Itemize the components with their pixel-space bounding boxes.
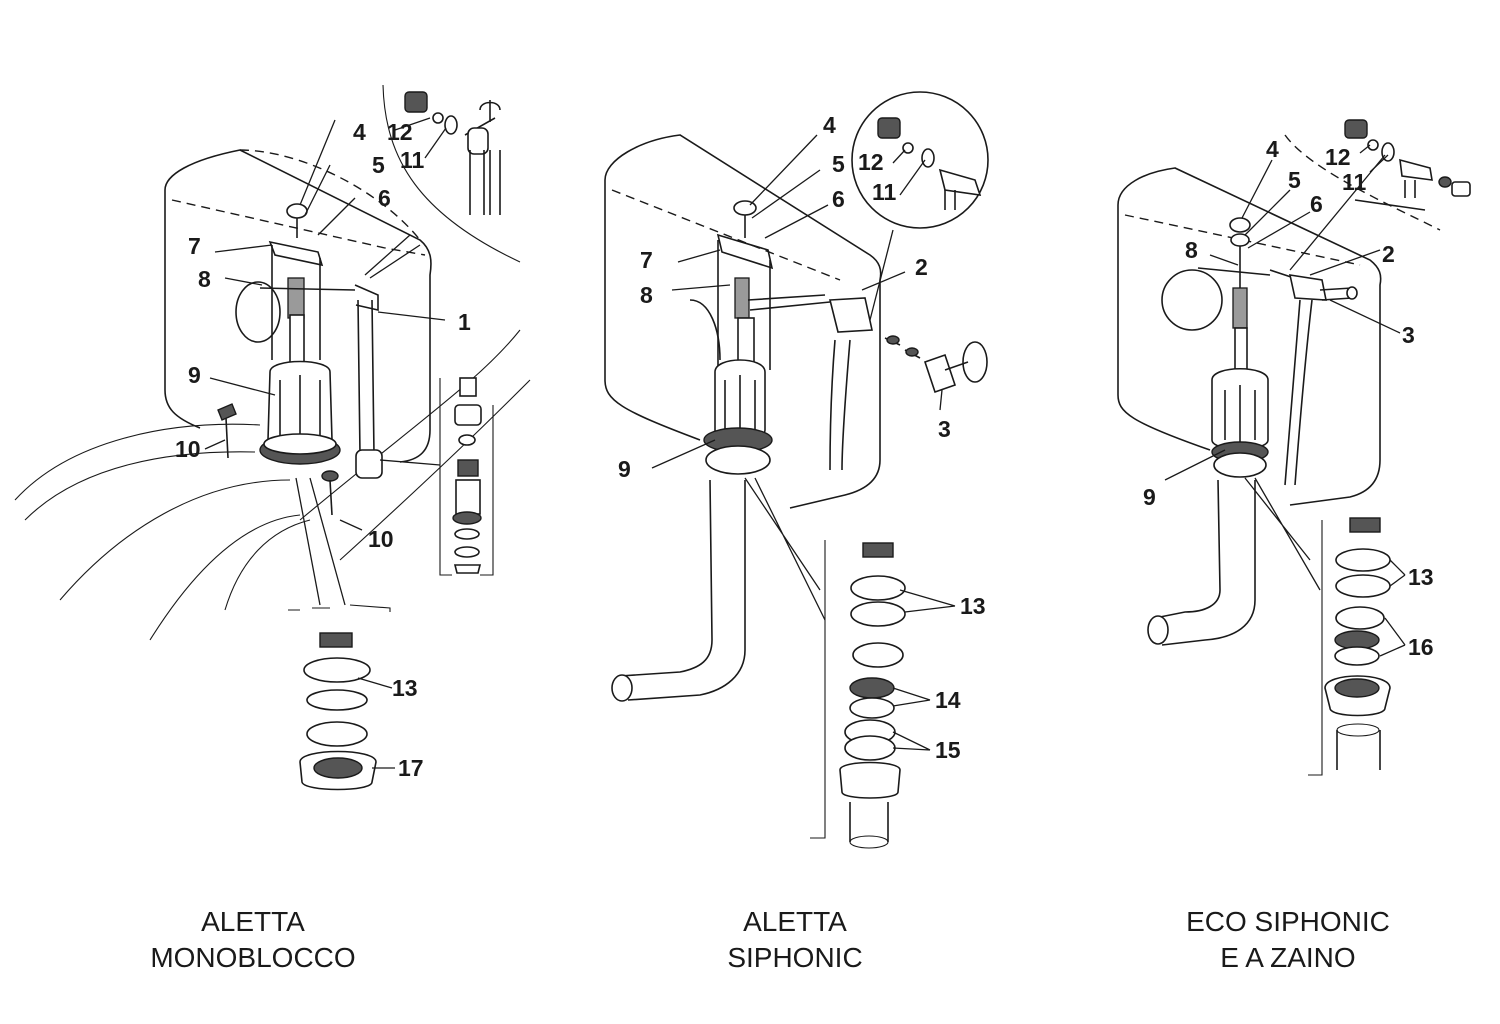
siphonic-exploded-seals [810, 540, 906, 849]
inlet-exploded-parts [439, 377, 494, 576]
callout-14: 14 [935, 687, 961, 713]
callout-10: 10 [175, 436, 201, 462]
inset-arc [382, 84, 521, 263]
leader-lines-siphonic [651, 134, 956, 751]
callout-6: 6 [1310, 191, 1323, 217]
eco-inlet-valve [1284, 274, 1358, 486]
callout-13: 13 [392, 675, 418, 701]
callout-8: 8 [640, 282, 653, 308]
caption-aletta-siphonic: ALETTA SIPHONIC [595, 904, 995, 976]
siphonic-flush-pipe [611, 479, 746, 702]
callout-3: 3 [938, 416, 951, 442]
caption-line-1: ALETTA [743, 906, 847, 937]
callout-5: 5 [372, 152, 385, 178]
eco-cistern-tank [1117, 134, 1441, 506]
diagram-aletta-monoblocco: 4 5 6 12 11 7 8 1 9 10 10 13 17 [14, 84, 531, 791]
callout-13: 13 [960, 593, 986, 619]
diagram-eco-siphonic: 4 5 6 12 11 8 2 3 9 13 16 [1117, 119, 1471, 776]
caption-line-2: MONOBLOCCO [150, 942, 356, 973]
callout-7: 7 [188, 233, 201, 259]
callout-11: 11 [872, 179, 897, 205]
callout-12: 12 [387, 119, 413, 145]
callout-6: 6 [832, 186, 845, 212]
callout-6: 6 [378, 185, 391, 211]
callout-4: 4 [823, 112, 836, 138]
callout-8: 8 [1185, 237, 1198, 263]
callouts-eco: 4 5 6 12 11 8 2 3 9 13 16 [1143, 136, 1434, 660]
siphonic-inset-circle [851, 91, 989, 229]
callout-17: 17 [398, 755, 424, 781]
caption-line-2: E A ZAINO [1220, 942, 1356, 973]
flush-valve-assembly [259, 203, 383, 479]
eco-flush-valve [1197, 217, 1301, 478]
callout-1: 1 [458, 309, 471, 335]
callout-13: 13 [1408, 564, 1434, 590]
callout-3: 3 [1402, 322, 1415, 348]
callout-11: 11 [1342, 169, 1367, 195]
caption-eco-siphonic: ECO SIPHONIC E A ZAINO [1088, 904, 1488, 976]
callout-5: 5 [1288, 167, 1301, 193]
callouts-siphonic: 4 5 6 12 11 7 8 2 3 9 13 14 15 [618, 112, 986, 763]
callout-12: 12 [1325, 144, 1351, 170]
eco-flush-pipe [1147, 479, 1256, 646]
callout-9: 9 [618, 456, 631, 482]
eco-inset-parts [1344, 119, 1471, 198]
callout-7: 7 [640, 247, 653, 273]
callout-12: 12 [858, 149, 884, 175]
callout-11: 11 [400, 147, 425, 173]
caption-line-1: ALETTA [201, 906, 305, 937]
callouts-monoblocco: 4 5 6 12 11 7 8 1 9 10 10 13 17 [175, 119, 471, 781]
caption-line-1: ECO SIPHONIC [1186, 906, 1390, 937]
bottom-exploded-seals [288, 604, 391, 791]
diagram-aletta-siphonic: 4 5 6 12 11 7 8 2 3 9 13 14 15 [604, 91, 989, 849]
callout-2: 2 [915, 254, 928, 280]
callout-8: 8 [198, 266, 211, 292]
leader-lines-monoblocco [204, 117, 447, 769]
screws [217, 403, 339, 516]
siphonic-cistern-tank [604, 134, 882, 509]
callout-10b: 10 [368, 526, 394, 552]
callout-5: 5 [832, 151, 845, 177]
callout-2: 2 [1382, 241, 1395, 267]
eco-exploded-seals [1308, 517, 1391, 776]
leader-lines-eco [1164, 144, 1406, 657]
cistern-tank [164, 149, 432, 463]
callout-4: 4 [1266, 136, 1279, 162]
siphonic-flush-valve [703, 200, 831, 475]
callout-15: 15 [935, 737, 961, 763]
callout-9: 9 [188, 362, 201, 388]
callout-9: 9 [1143, 484, 1156, 510]
caption-line-2: SIPHONIC [727, 942, 863, 973]
siphonic-inlet-valve [828, 297, 988, 471]
inset-valve-parts [404, 91, 501, 215]
callout-4: 4 [353, 119, 366, 145]
callout-16: 16 [1408, 634, 1434, 660]
caption-aletta-monoblocco: ALETTA MONOBLOCCO [53, 904, 453, 976]
